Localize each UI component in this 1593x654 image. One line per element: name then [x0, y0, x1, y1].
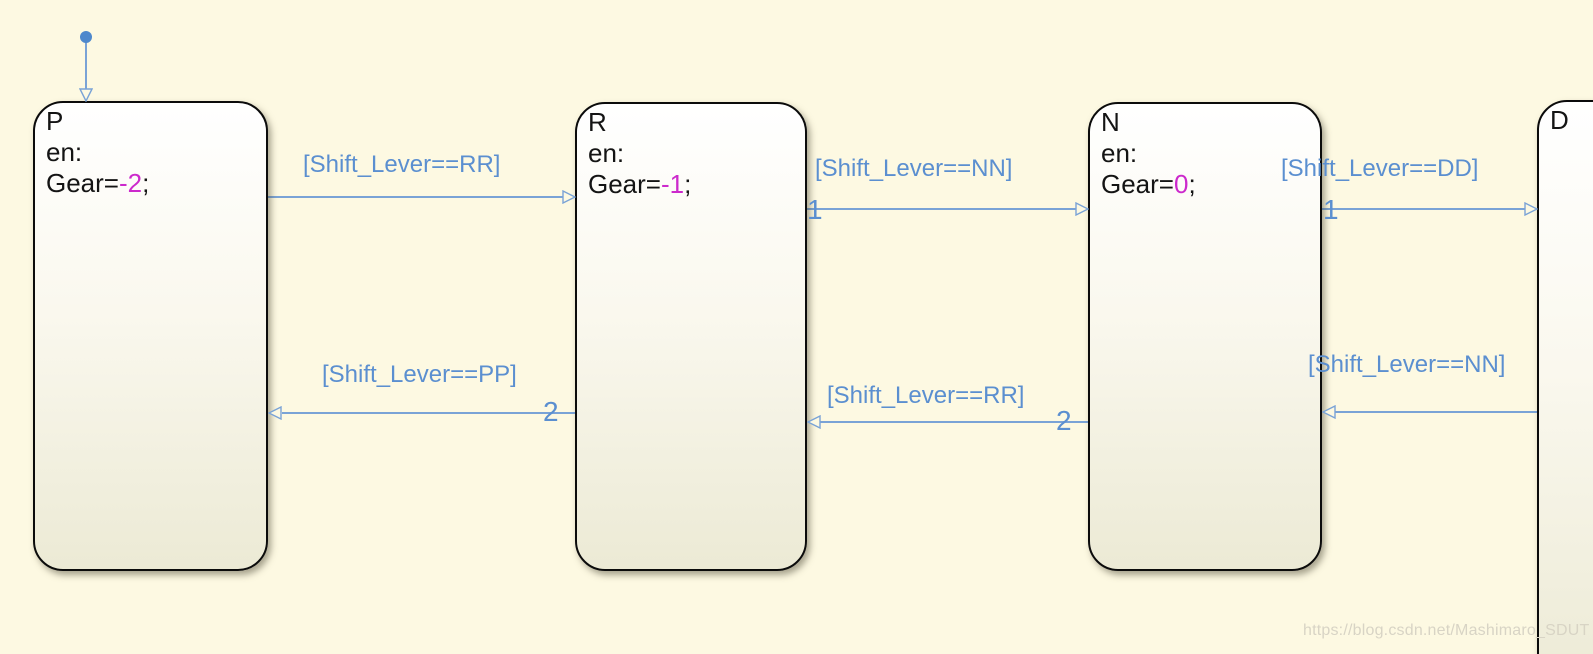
transition-N-D-order-label[interactable]: 1	[1323, 194, 1339, 225]
state-R[interactable]: R en: Gear=-1;	[575, 102, 807, 571]
transition-P-R-condition-label[interactable]: [Shift_Lever==RR]	[303, 151, 501, 178]
state-N-action-value: 0	[1174, 169, 1189, 199]
state-P-action: Gear=-2;	[46, 168, 266, 199]
state-P-action-prefix: Gear=	[46, 168, 119, 198]
initial-transition-line[interactable]	[85, 42, 87, 90]
transition-D-N-line[interactable]	[1334, 411, 1538, 413]
state-R-action-suffix: ;	[684, 169, 692, 199]
transition-R-P-line[interactable]	[282, 412, 576, 414]
transition-N-D-condition-label[interactable]: [Shift_Lever==DD]	[1281, 155, 1479, 182]
state-N-action-prefix: Gear=	[1101, 169, 1174, 199]
transition-N-D-arrowhead-icon[interactable]	[1524, 202, 1538, 216]
state-D-title: D	[1550, 105, 1569, 135]
state-N[interactable]: N en: Gear=0;	[1088, 102, 1322, 571]
transition-D-N-condition-label[interactable]: [Shift_Lever==NN]	[1308, 351, 1506, 378]
state-P-action-value: -2	[119, 168, 143, 198]
state-N-action: Gear=0;	[1101, 169, 1320, 200]
state-P-entry-label: en:	[46, 137, 83, 167]
transition-P-R-line[interactable]	[268, 196, 564, 198]
state-R-entry-label: en:	[588, 138, 625, 168]
state-N-title: N	[1101, 107, 1120, 137]
transition-P-R-arrowhead-icon[interactable]	[562, 190, 576, 204]
transition-N-R-arrowhead-icon[interactable]	[807, 415, 821, 429]
state-P[interactable]: P en: Gear=-2;	[33, 101, 268, 571]
transition-R-P-arrowhead-icon[interactable]	[268, 406, 282, 420]
transition-N-R-order-label[interactable]: 2	[1056, 405, 1072, 436]
transition-R-N-line[interactable]	[806, 208, 1076, 210]
state-R-title: R	[588, 107, 607, 137]
state-R-action-prefix: Gear=	[588, 169, 661, 199]
transition-N-D-line[interactable]	[1321, 208, 1525, 210]
transition-R-N-condition-label[interactable]: [Shift_Lever==NN]	[815, 155, 1013, 182]
state-R-action-value: -1	[661, 169, 685, 199]
transition-R-N-order-label[interactable]: 1	[807, 194, 823, 225]
initial-transition-arrowhead-icon[interactable]	[79, 88, 93, 102]
state-N-entry-label: en:	[1101, 138, 1138, 168]
state-D[interactable]: D	[1537, 100, 1593, 654]
transition-N-R-line[interactable]	[819, 421, 1088, 423]
state-P-action-suffix: ;	[142, 168, 150, 198]
initial-state-dot-icon[interactable]	[80, 31, 92, 43]
transition-R-P-condition-label[interactable]: [Shift_Lever==PP]	[322, 361, 517, 388]
transition-R-P-order-label[interactable]: 2	[543, 396, 559, 427]
state-P-title: P	[46, 106, 64, 136]
transition-R-N-arrowhead-icon[interactable]	[1075, 202, 1089, 216]
transition-D-N-arrowhead-icon[interactable]	[1322, 405, 1336, 419]
transition-N-R-condition-label[interactable]: [Shift_Lever==RR]	[827, 382, 1025, 409]
watermark: https://blog.csdn.net/Mashimaro_SDUT	[1303, 622, 1590, 639]
state-N-action-suffix: ;	[1188, 169, 1196, 199]
state-R-action: Gear=-1;	[588, 169, 805, 200]
